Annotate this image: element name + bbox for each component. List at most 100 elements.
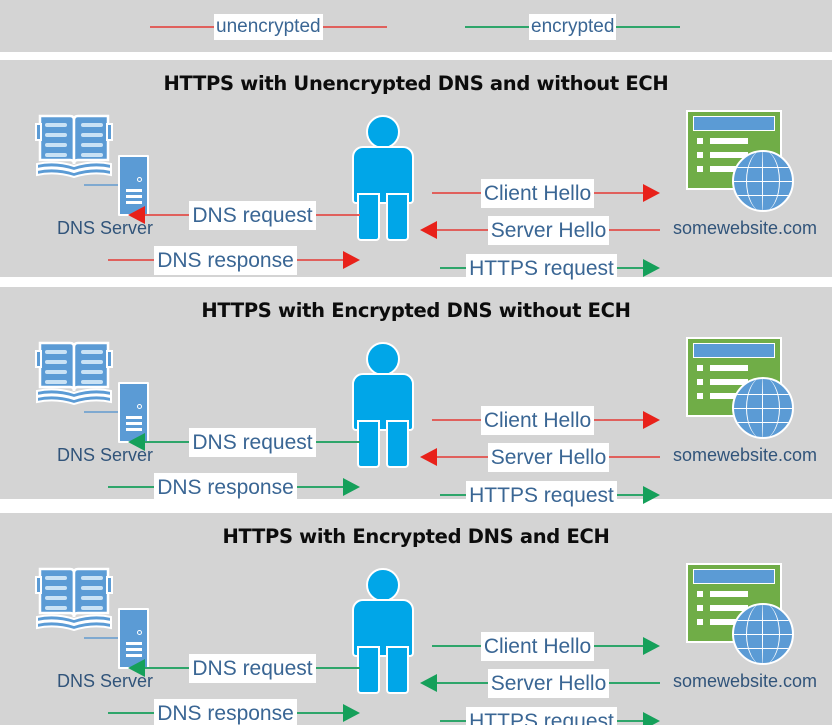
server-bar xyxy=(126,416,142,419)
globe-parallel xyxy=(734,648,792,649)
bullet-icon xyxy=(697,605,703,611)
flow-label: HTTPS request xyxy=(466,706,617,725)
server-bars xyxy=(126,642,142,660)
panel-title: HTTPS with Encrypted DNS without ECH xyxy=(201,299,631,322)
book-icon xyxy=(35,341,113,406)
flow-label: Client Hello xyxy=(480,631,595,661)
flow-line xyxy=(609,682,661,684)
flow-label: DNS request xyxy=(189,427,316,457)
legend-line-left-icon xyxy=(465,26,529,28)
person-head xyxy=(366,115,400,149)
server-bar xyxy=(126,189,142,192)
server-bar xyxy=(126,648,142,651)
list-line xyxy=(710,152,748,158)
legend-item-unencrypted: unencrypted xyxy=(150,12,387,42)
browser-list-row xyxy=(697,138,748,144)
bullet-icon xyxy=(697,619,703,625)
globe-icon xyxy=(732,150,794,212)
globe-icon xyxy=(732,377,794,439)
flow-line xyxy=(440,494,467,496)
browser-titlebar xyxy=(693,569,775,584)
flow-label: Client Hello xyxy=(480,405,595,435)
flow-line xyxy=(145,667,190,669)
browser-list-row xyxy=(697,605,748,611)
flow-label: DNS response xyxy=(154,245,297,275)
globe-parallel xyxy=(734,181,792,182)
list-line xyxy=(710,619,748,625)
flow-line xyxy=(432,645,481,647)
globe-parallel xyxy=(734,634,792,635)
flow-left-0: DNS request xyxy=(128,427,360,457)
flow-label: DNS response xyxy=(154,472,297,502)
arrowhead-left-icon xyxy=(128,659,145,677)
server-bar xyxy=(126,642,142,645)
dns-server-node: DNS Server xyxy=(20,108,190,258)
flow-right-0: Client Hello xyxy=(432,405,661,435)
flow-right-0: Client Hello xyxy=(432,631,661,661)
flow-left-1: DNS response xyxy=(108,472,360,502)
flow-left-0: DNS request xyxy=(128,200,360,230)
arrowhead-left-icon xyxy=(420,221,437,239)
bullet-icon xyxy=(697,591,703,597)
flow-line xyxy=(108,259,155,261)
server-bar xyxy=(126,422,142,425)
server-bar xyxy=(126,654,142,657)
dns-server-node: DNS Server xyxy=(20,561,190,711)
arrowhead-right-icon xyxy=(643,637,661,655)
flow-right-1: Server Hello xyxy=(420,442,661,472)
bullet-icon xyxy=(697,365,703,371)
website-node: somewebsite.com xyxy=(660,335,830,485)
person-leg-left xyxy=(357,646,380,694)
flow-line xyxy=(108,712,155,714)
book-icon xyxy=(35,114,113,179)
flow-label: Server Hello xyxy=(487,668,610,698)
list-line xyxy=(710,393,748,399)
person-icon xyxy=(352,115,414,241)
globe-icon xyxy=(732,603,794,665)
server-bar xyxy=(126,428,142,431)
server-tower-icon xyxy=(118,382,149,443)
server-bar xyxy=(126,201,142,204)
flow-line xyxy=(432,419,481,421)
flow-line xyxy=(145,441,190,443)
flow-line xyxy=(437,456,488,458)
legend-item-encrypted: encrypted xyxy=(465,12,681,42)
flow-right-2: HTTPS request xyxy=(440,253,660,283)
person-head xyxy=(366,342,400,376)
flow-label: HTTPS request xyxy=(466,253,617,283)
flow-line xyxy=(315,667,360,669)
arrowhead-left-icon xyxy=(128,433,145,451)
arrowhead-left-icon xyxy=(128,206,145,224)
person-leg-right xyxy=(386,193,409,241)
flow-label: DNS response xyxy=(154,698,297,725)
person-leg-left xyxy=(357,420,380,468)
flow-line xyxy=(145,214,190,216)
book-icon xyxy=(35,567,113,632)
flow-right-0: Client Hello xyxy=(432,178,661,208)
gear-icon xyxy=(137,630,142,635)
list-line xyxy=(710,591,748,597)
flow-label: Client Hello xyxy=(480,178,595,208)
flow-line xyxy=(437,229,488,231)
browser-list-row xyxy=(697,591,748,597)
flow-label: HTTPS request xyxy=(466,480,617,510)
flow-line xyxy=(437,682,488,684)
flow-line xyxy=(440,720,467,722)
flow-line xyxy=(616,494,643,496)
browser-window-with-globe-icon xyxy=(660,561,830,669)
flow-line xyxy=(315,214,360,216)
flow-line xyxy=(315,441,360,443)
legend-label: encrypted xyxy=(529,14,617,40)
globe-parallel xyxy=(734,620,792,621)
diagram-panel-1: HTTPS with Unencrypted DNS and without E… xyxy=(0,60,832,319)
server-bars xyxy=(126,189,142,207)
dns-server-node: DNS Server xyxy=(20,335,190,485)
globe-parallel xyxy=(734,422,792,423)
legend-strip: unencrypted encrypted xyxy=(0,0,832,52)
arrowhead-left-icon xyxy=(420,674,437,692)
bullet-icon xyxy=(697,379,703,385)
website-node: somewebsite.com xyxy=(660,561,830,711)
flow-right-2: HTTPS request xyxy=(440,706,660,725)
server-bar xyxy=(126,195,142,198)
